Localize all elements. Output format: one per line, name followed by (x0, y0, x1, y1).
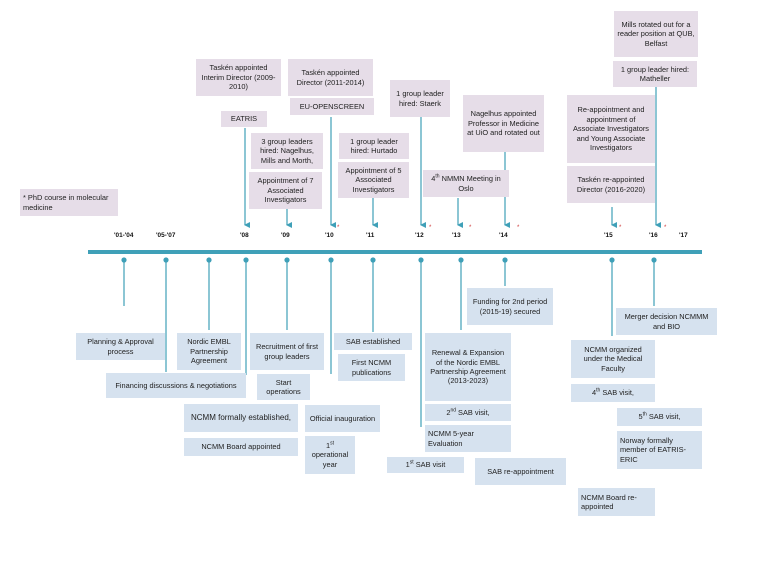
dot-2010 (328, 257, 334, 263)
event-fifth-sab-visit: 5th SAB visit, (617, 408, 702, 426)
year-label: '10 (325, 232, 334, 239)
event-tasken-interim: Taskén appointed Interim Director (2009-… (196, 59, 281, 96)
year-label: '01-'04 (114, 232, 134, 239)
dot-2005 (163, 257, 169, 263)
event-eatris-eric: Norway formally member of EATRIS-ERIC (617, 431, 702, 469)
year-label: '16 (649, 232, 658, 239)
event-recruitment: Recruitment of first group leaders (250, 333, 324, 370)
dot-2015 (609, 257, 615, 263)
event-sab-established: SAB established (334, 333, 412, 350)
dot-2013 (458, 257, 464, 263)
phd-marker: * (429, 225, 432, 231)
year-label: '14 (499, 232, 508, 239)
event-renewal: Renewal & Expansion of the Nordic EMBL P… (425, 333, 511, 401)
event-sab-reappointment: SAB re-appointment (475, 458, 566, 485)
phd-marker: * (337, 225, 340, 231)
event-associated-5: Appointment of 5 Associated Investigator… (338, 162, 409, 198)
event-staerk: 1 group leader hired: Staerk (390, 80, 450, 117)
event-five-year-evaluation: NCMM 5-year Evaluation (425, 425, 511, 452)
dot-2012 (418, 257, 424, 263)
year-label: '12 (415, 232, 424, 239)
dot-2014 (502, 257, 508, 263)
event-hurtado: 1 group leader hired: Hurtado (339, 133, 409, 159)
year-label: '17 (679, 232, 688, 239)
event-reappointment: Re-appointment and appointment of Associ… (567, 95, 655, 163)
event-second-sab-visit: 2nd SAB visit, (425, 404, 511, 421)
event-phd-course: * PhD course in molecular medicine (20, 189, 118, 216)
dot-2007 (206, 257, 212, 263)
event-tasken-director: Taskén appointed Director (2011-2014) (288, 59, 373, 96)
event-eatris: EATRIS (221, 111, 267, 127)
event-official-inauguration: Official inauguration (305, 405, 380, 432)
dot-2001 (121, 257, 127, 263)
event-ncmm-board: NCMM Board appointed (184, 438, 298, 456)
event-ncmm-established: NCMM formally established, (184, 404, 298, 432)
event-first-operational-year: 1st operational year (305, 436, 355, 474)
year-label: '11 (366, 232, 375, 239)
dot-2016 (651, 257, 657, 263)
phd-marker: * (469, 225, 472, 231)
year-label: '05-'07 (156, 232, 176, 239)
event-nagelhus-professor: Nagelhus appointed Professor in Medicine… (463, 95, 544, 152)
event-nordic-embl: Nordic EMBL Partnership Agreement (177, 333, 241, 370)
dot-2009 (284, 257, 290, 263)
event-financing: Financing discussions & negotiations (106, 373, 246, 398)
event-first-sab-visit: 1st SAB visit (387, 457, 464, 473)
event-group-leaders-3: 3 group leaders hired: Nagelhus, Mills a… (251, 133, 323, 169)
timeline-axis (88, 250, 702, 254)
event-start-operations: Start operations (257, 374, 310, 400)
dot-2008 (243, 257, 249, 263)
event-eu-openscreen: EU-OPENSCREEN (290, 98, 374, 115)
event-associated-7: Appointment of 7 Associated Investigator… (249, 172, 322, 209)
event-funding-second-period: Funding for 2nd period (2015-19) secured (467, 288, 553, 325)
year-label: '13 (452, 232, 461, 239)
event-first-publications: First NCMM publications (338, 354, 405, 381)
event-board-reappointed: NCMM Board re-appointed (578, 488, 655, 516)
year-label: '09 (281, 232, 290, 239)
phd-marker: * (664, 225, 667, 231)
event-fourth-sab-visit: 4th SAB visit, (571, 384, 655, 402)
event-mills-rotated: Mills rotated out for a reader position … (614, 11, 698, 57)
event-nmmn-meeting: 4th NMMN Meeting in Oslo (423, 170, 509, 197)
dot-2011 (370, 257, 376, 263)
event-merger-decision: Merger decision NCMMM and BIO (616, 308, 717, 335)
year-label: '15 (604, 232, 613, 239)
event-matheller: 1 group leader hired: Matheller (613, 61, 697, 87)
phd-marker: * (517, 225, 520, 231)
event-planning: Planning & Approval process (76, 333, 165, 360)
event-tasken-reappointed: Taskén re-appointed Director (2016-2020) (567, 166, 655, 203)
event-medical-faculty: NCMM organized under the Medical Faculty (571, 340, 655, 378)
phd-marker: * (619, 225, 622, 231)
year-label: '08 (240, 232, 249, 239)
